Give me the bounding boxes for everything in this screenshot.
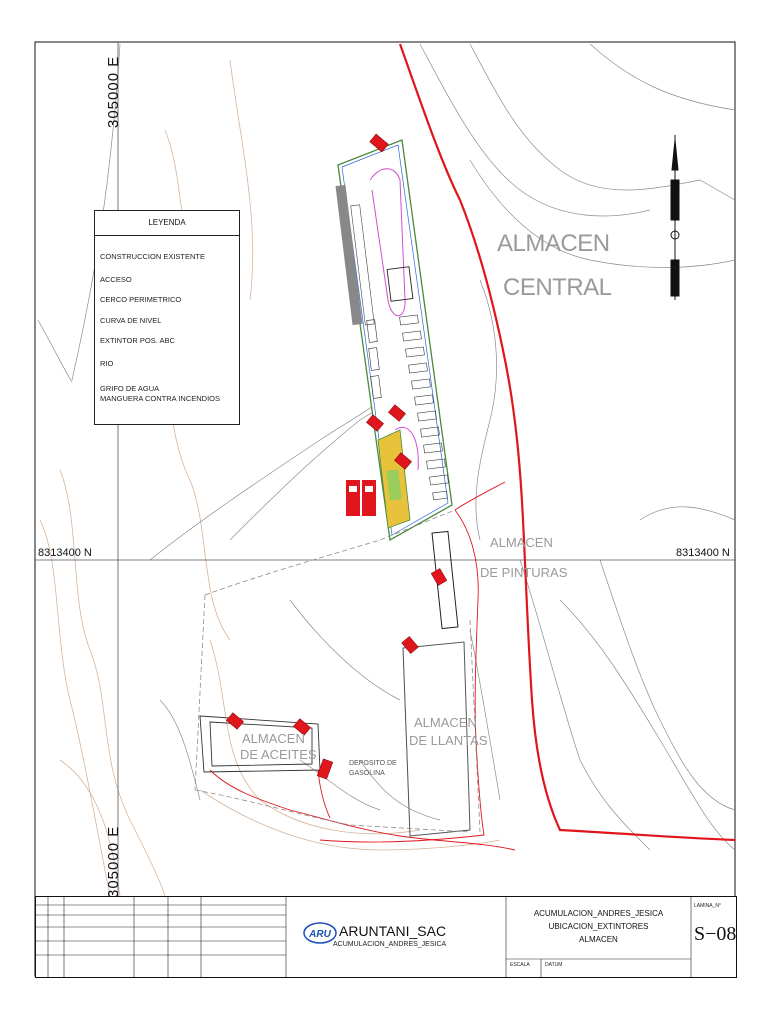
secondary-road-2 bbox=[454, 481, 506, 511]
legend-item-cerco: CERCO PERIMETRICO bbox=[100, 295, 182, 304]
secondary-road-3 bbox=[209, 769, 516, 851]
legend-item-extintor: EXTINTOR POS. ABC bbox=[100, 336, 175, 345]
fire-hose-cabinets bbox=[346, 480, 376, 516]
company-name: ARUNTANI_SAC bbox=[339, 923, 447, 939]
legend-divider bbox=[95, 235, 239, 236]
deposito-label-1: DEPOSITO DE bbox=[349, 760, 397, 767]
access-road bbox=[398, 43, 736, 842]
sheet-number: S−08 bbox=[694, 923, 737, 945]
almacen-central-label-2: CENTRAL bbox=[503, 274, 612, 301]
almacen-central-label-1: ALMACEN bbox=[497, 230, 610, 257]
extinguisher-markers bbox=[226, 133, 448, 780]
almacen-pinturas-label-2: DE PINTURAS bbox=[480, 565, 568, 580]
almacen-llantas-label-2: DE LLANTAS bbox=[409, 733, 488, 748]
north-arrow bbox=[670, 135, 680, 300]
legend-item-construccion: CONSTRUCCION EXISTENTE bbox=[100, 252, 206, 261]
drawing-title-3: ALMACEN bbox=[579, 935, 618, 944]
perimeter-fence bbox=[194, 509, 481, 833]
legend-item-curva: CURVA DE NIVEL bbox=[100, 316, 162, 325]
deposito-label-2: GASOLINA bbox=[349, 770, 385, 777]
coordinate-grid bbox=[35, 42, 735, 896]
almacen-aceites-label-2: DE ACEITES bbox=[240, 747, 317, 762]
easting-label-bottom: 305000 E bbox=[105, 825, 122, 898]
legend-item-manguera: MANGUERA CONTRA INCENDIOS bbox=[100, 394, 221, 403]
terrain-lines bbox=[37, 43, 736, 851]
legend-item-acceso: ACCESO bbox=[100, 275, 132, 284]
escala-label: ESCALA bbox=[510, 962, 530, 968]
almacen-pinturas-label-1: ALMACEN bbox=[490, 535, 553, 550]
northing-label-right: 8313400 N bbox=[676, 547, 730, 559]
drawing-title-1: ACUMULACION_ANDRES_JESICA bbox=[533, 909, 664, 918]
legend-panel: LEYENDA CONSTRUCCION EXISTENTE ACCESO CE… bbox=[94, 210, 240, 425]
company-subtitle: ACUMULACION_ANDRES_JESICA bbox=[333, 941, 447, 948]
title-block: ARU ARUNTANI_SAC ACUMULACION_ANDRES_JESI… bbox=[35, 896, 737, 978]
company-logo: ARU bbox=[309, 929, 331, 940]
drawing-title-2: UBICACION_EXTINTORES bbox=[548, 922, 649, 931]
lamina-label: LAMINA_N° bbox=[694, 903, 722, 909]
easting-label-top: 305000 E bbox=[105, 55, 122, 128]
almacen-aceites-label-1: ALMACEN bbox=[242, 731, 305, 746]
legend-item-grifo: GRIFO DE AGUA bbox=[100, 384, 160, 393]
legend-item-rio: RIO bbox=[100, 359, 114, 368]
northing-label-left: 8313400 N bbox=[38, 547, 92, 559]
datum-label: DATUM bbox=[545, 962, 563, 968]
almacen-llantas-label-1: ALMACEN bbox=[414, 715, 477, 730]
legend-title: LEYENDA bbox=[148, 218, 186, 227]
title-block-grid bbox=[36, 897, 692, 977]
